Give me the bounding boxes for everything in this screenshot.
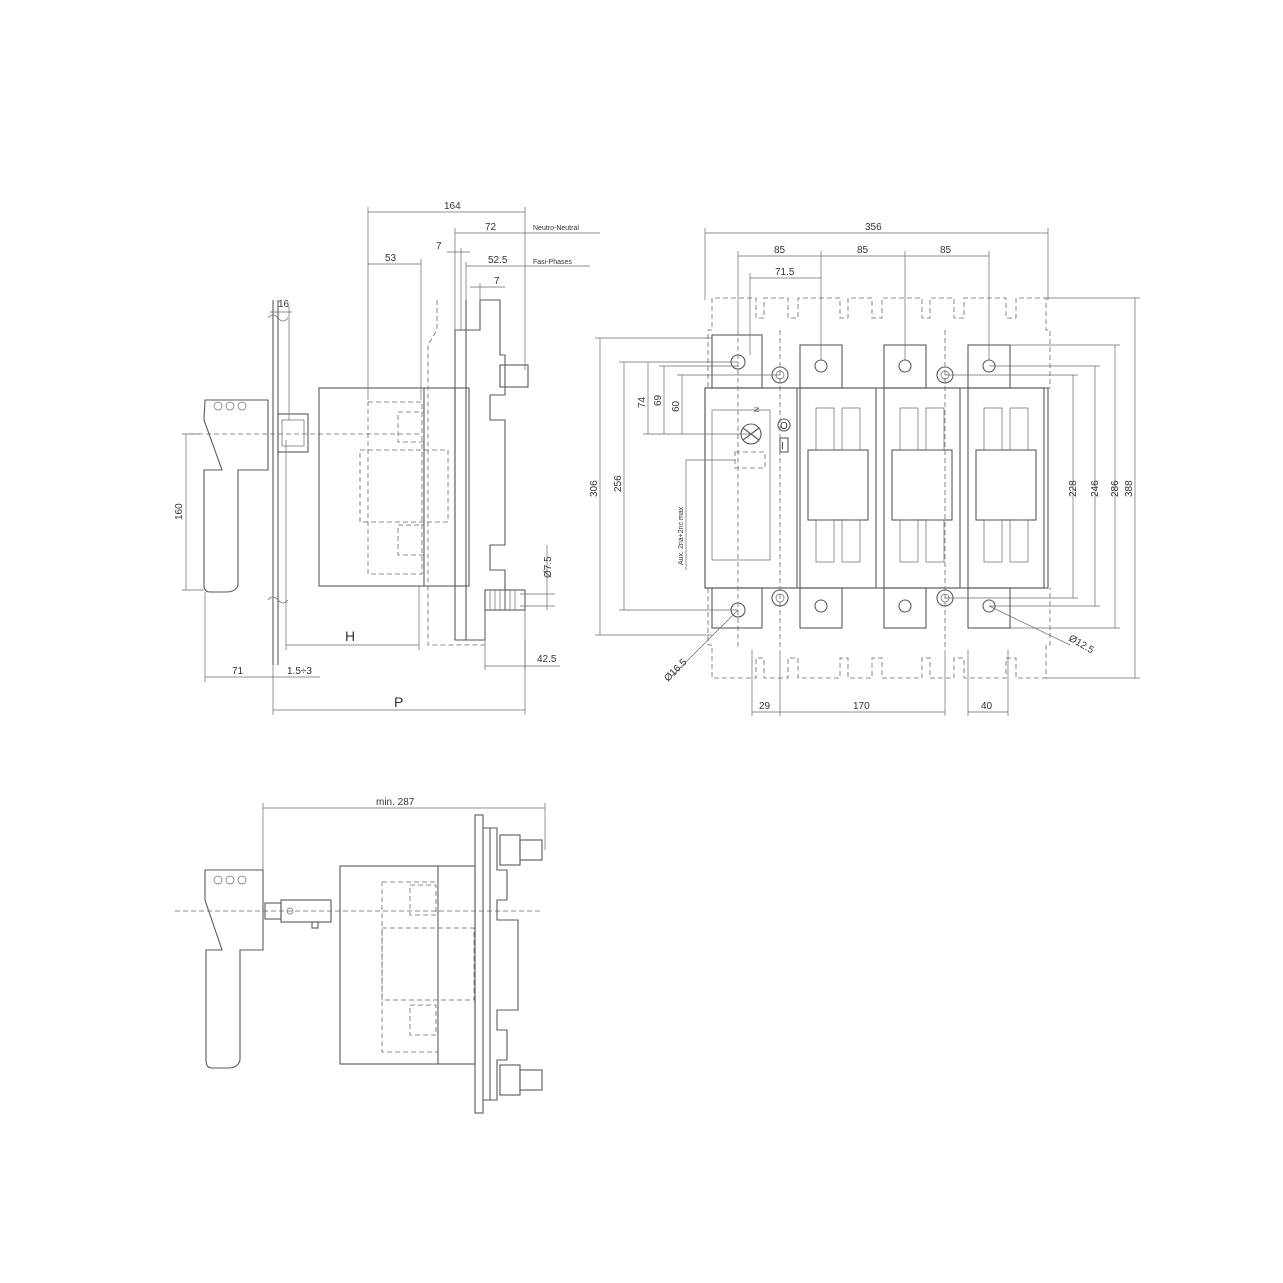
aux-note: Aux. 2na+2nc max — [678, 506, 685, 565]
dim-74: 74 — [637, 396, 648, 408]
symbol-i: I — [781, 441, 784, 452]
phase-module-1 — [799, 387, 877, 589]
dim-388: 388 — [1124, 480, 1135, 497]
dim-164: 164 — [444, 201, 461, 212]
dim-85c: 85 — [940, 245, 952, 256]
dim-71-5: 71.5 — [775, 267, 795, 278]
dim-160: 160 — [174, 503, 185, 520]
dim-71: 71 — [232, 666, 244, 677]
dim-1-5-3: 1.5÷3 — [287, 666, 312, 677]
dim-12-5: Ø12.5 — [1067, 633, 1096, 656]
dim-52-5: 52.5 — [488, 255, 508, 266]
dim-306: 306 — [589, 480, 600, 497]
dim-16: 16 — [278, 299, 290, 310]
phase-module-3 — [967, 387, 1045, 589]
dim-7a: 7 — [436, 241, 442, 252]
dim-29: 29 — [759, 701, 771, 712]
dim-72: 72 — [485, 222, 497, 233]
dim-P: P — [394, 694, 403, 710]
dim-170: 170 — [853, 701, 870, 712]
front-view: N O I — [589, 222, 1140, 716]
dim-85b: 85 — [857, 245, 869, 256]
dim-246: 246 — [1090, 480, 1101, 497]
dim-40: 40 — [981, 701, 993, 712]
dim-256: 256 — [613, 475, 624, 492]
note-phases: Fasi-Phases — [533, 259, 572, 266]
dim-53: 53 — [385, 253, 397, 264]
dim-7b: 7 — [494, 276, 500, 287]
dim-356: 356 — [865, 222, 882, 233]
dim-7-5: Ø7.5 — [543, 556, 554, 578]
dim-16-5: Ø16.5 — [662, 657, 689, 684]
dim-min-287: min. 287 — [376, 797, 415, 808]
dim-69: 69 — [653, 394, 664, 406]
symbol-o: O — [780, 421, 788, 432]
neutral-label-n: N — [752, 407, 759, 412]
phase-module-2 — [883, 387, 961, 589]
side-view: 164 72 Neutro-Neutral 7 53 52.5 Fasi-Pha… — [174, 201, 600, 715]
dim-85a: 85 — [774, 245, 786, 256]
dim-228: 228 — [1068, 480, 1079, 497]
bottom-view: min. 287 — [175, 797, 546, 1114]
dim-H: H — [345, 628, 355, 644]
dim-42-5: 42.5 — [537, 654, 557, 665]
dim-60: 60 — [671, 400, 682, 412]
note-neutral: Neutro-Neutral — [533, 225, 579, 232]
dim-286: 286 — [1110, 480, 1121, 497]
